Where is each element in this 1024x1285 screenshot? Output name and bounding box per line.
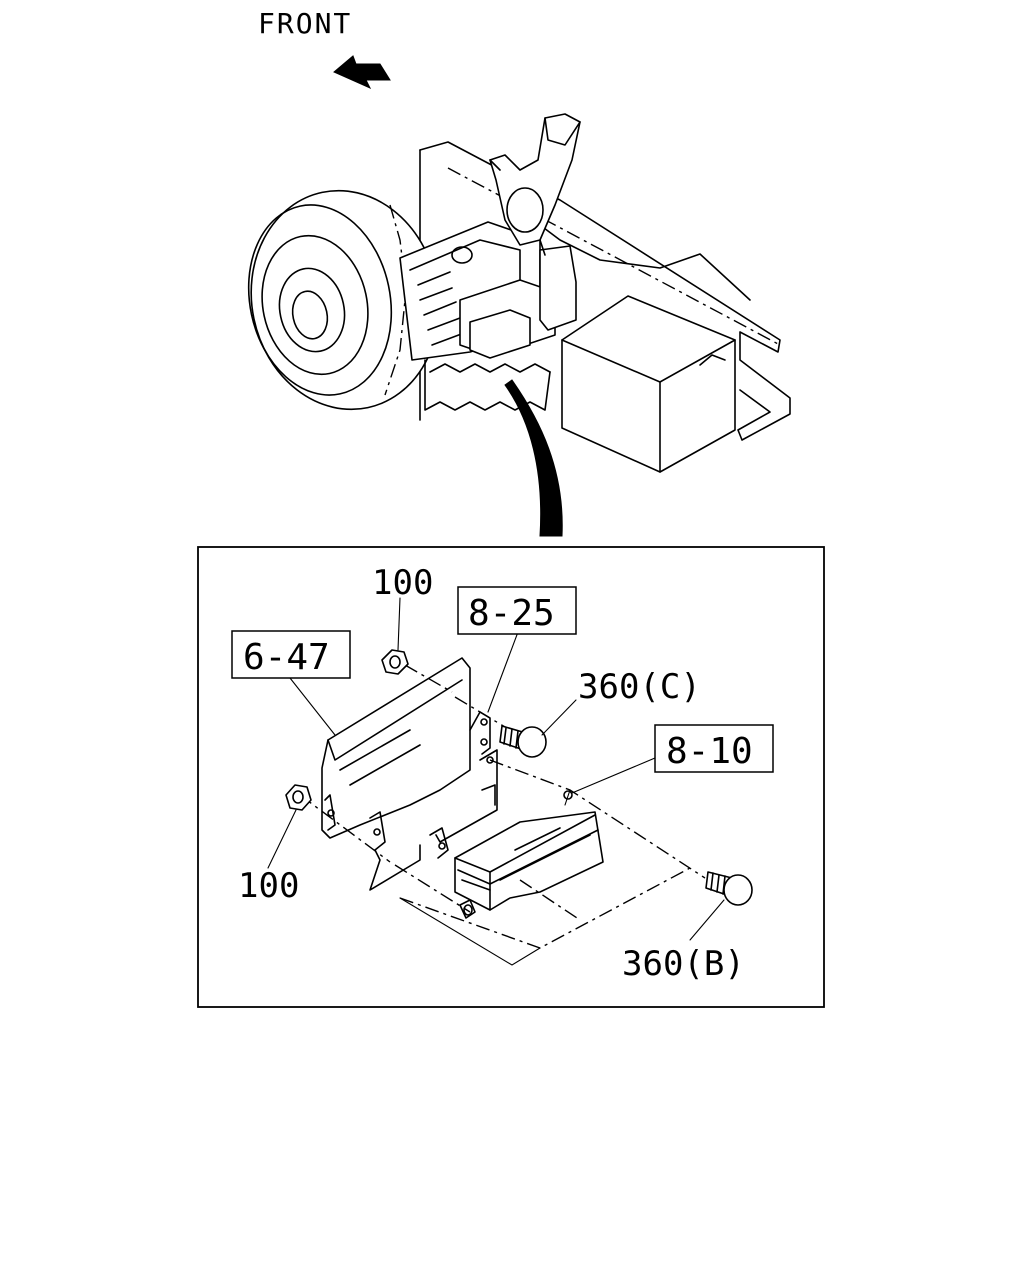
callout-bracket-ref: 6-47 xyxy=(243,637,330,678)
hex-nut-lower-icon xyxy=(285,784,312,811)
callout-relay-upper-box xyxy=(457,586,577,635)
callout-bracket-box xyxy=(231,630,351,679)
callout-relay-ref-lower: 8-10 xyxy=(666,731,753,772)
relay-bracket-overview xyxy=(399,221,577,411)
wheel xyxy=(247,189,440,411)
callout-bolt-lower: 360(B) xyxy=(622,944,745,984)
battery-box xyxy=(561,295,736,473)
callout-nut-lower: 100 xyxy=(238,866,299,906)
detail-leader xyxy=(504,379,563,537)
suspension-post xyxy=(489,113,581,256)
detail-frame xyxy=(197,546,825,1008)
callout-leaders xyxy=(267,597,725,941)
callout-relay-lower-box xyxy=(654,724,774,773)
front-label: FRONT xyxy=(258,7,352,40)
bolt-upper-icon xyxy=(499,725,547,758)
relay-box xyxy=(454,811,604,911)
front-arrow-icon xyxy=(333,55,391,90)
hex-nut-upper-icon xyxy=(381,649,409,675)
detail-assembly xyxy=(285,649,753,966)
callout-bolt-upper: 360(C) xyxy=(578,667,701,707)
bolt-lower-icon xyxy=(705,871,753,906)
callout-nut-upper: 100 xyxy=(372,563,433,603)
callout-relay-ref-upper: 8-25 xyxy=(468,593,555,634)
mounting-bracket xyxy=(321,657,471,839)
vehicle-overview xyxy=(247,113,791,537)
